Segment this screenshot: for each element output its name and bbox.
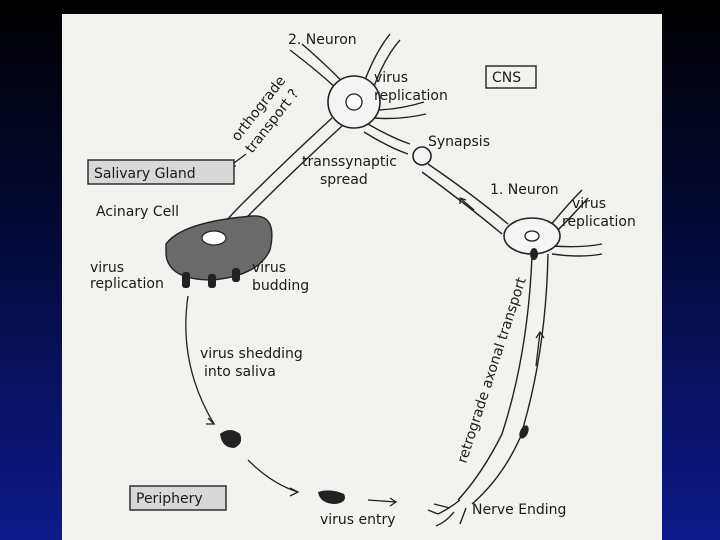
- axon-to-nerve-ending: [458, 254, 548, 504]
- virus-replication-top-label-2: replication: [374, 88, 448, 104]
- neuron-2-label: 2. Neuron: [288, 32, 357, 48]
- periphery-label: Periphery: [136, 491, 203, 507]
- virus-shedding-label-2: into saliva: [204, 364, 276, 380]
- virus-shedding-label-1: virus shedding: [200, 346, 303, 362]
- nerve-ending-branches: [428, 500, 466, 526]
- cns-label: CNS: [492, 70, 521, 86]
- virus-budding-label-1: virus: [252, 260, 286, 276]
- diagram-canvas: 2. Neuron virus replication CNS orthogra…: [62, 14, 662, 540]
- nerve-ending-label: Nerve Ending: [472, 502, 566, 518]
- transsynaptic-label-1: transsynaptic: [302, 154, 397, 170]
- virus-replication-right-label-2: replication: [562, 214, 636, 230]
- rabies-pathway-diagram: 2. Neuron virus replication CNS orthogra…: [62, 14, 662, 540]
- salivary-gland-label: Salivary Gland: [94, 166, 196, 182]
- virus-replication-left-label-1: virus: [90, 260, 124, 276]
- virus-entry-label: virus entry: [320, 512, 396, 528]
- virus-replication-top-label-1: virus: [374, 70, 408, 86]
- acinary-cell-label: Acinary Cell: [96, 204, 179, 220]
- virus-budding-label-2: budding: [252, 278, 309, 294]
- neuron-1-label: 1. Neuron: [490, 182, 559, 198]
- virus-replication-right-label-1: virus: [572, 196, 606, 212]
- dendrite-to-synapsis: [364, 124, 410, 154]
- transsynaptic-label-2: spread: [320, 172, 368, 188]
- shedding-path: [186, 296, 396, 506]
- synapsis-label: Synapsis: [428, 134, 490, 150]
- virus-replication-left-label-2: replication: [90, 276, 164, 292]
